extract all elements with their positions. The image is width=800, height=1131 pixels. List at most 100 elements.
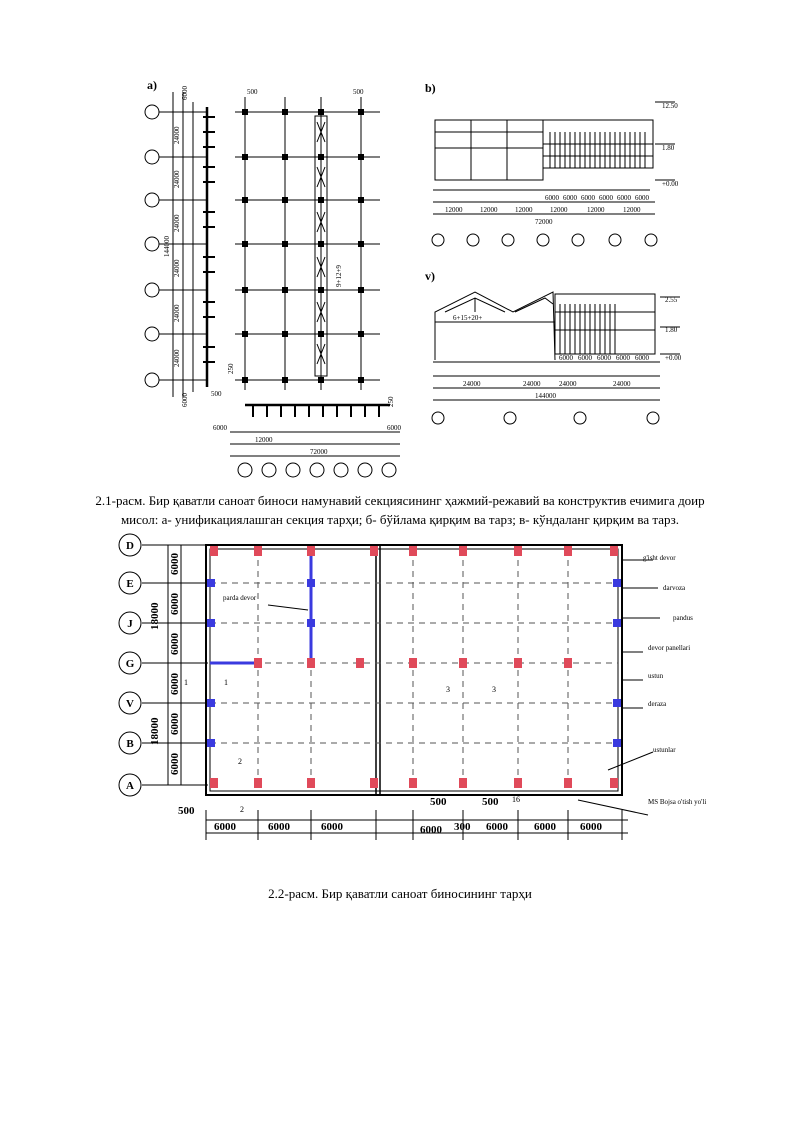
dim-left-bay-4: 24000 — [173, 259, 181, 277]
panel-label-a: a) — [147, 78, 157, 92]
dim-last-bay: 6000 — [181, 393, 189, 408]
panel-label-v: v) — [425, 269, 435, 283]
figure-2-1: a) b) v) 500 500 6000 24000 24000 24000 … — [144, 78, 682, 478]
v-small-dim-2: 6000 — [578, 354, 593, 362]
note-wall-panels: devor panellari — [648, 644, 690, 652]
note-ramp: pandus — [673, 614, 693, 622]
b-bottom-dim-2: 12000 — [480, 206, 498, 214]
dim-bottom-span: 12000 — [255, 436, 273, 444]
v-total: 144000 — [535, 392, 557, 400]
b-level-1: 12.50 — [662, 102, 678, 110]
axis-E: E — [126, 578, 133, 590]
v-small-dim-1: 6000 — [559, 354, 574, 362]
b-top-dim-2: 6000 — [563, 194, 578, 202]
dim-bottom-top-right: 250 — [387, 396, 395, 407]
dim-bottom-total: 72000 — [310, 448, 328, 456]
section-mark-3a: 3 — [446, 685, 450, 694]
left-dim-6: 6000 — [169, 753, 181, 776]
left-dim-5: 6000 — [169, 713, 181, 736]
small-label: 16 — [512, 795, 520, 804]
v-small-dim-4: 6000 — [616, 354, 631, 362]
bottom-dim-5: 300 — [454, 821, 471, 833]
columns-red — [210, 546, 618, 788]
dim-left-bay-1: 24000 — [173, 126, 181, 144]
axis-A: A — [126, 780, 134, 792]
partition-walls — [210, 547, 313, 665]
b-bottom-dim-5: 12000 — [587, 206, 605, 214]
panel-label-b: b) — [425, 81, 436, 95]
section-b — [431, 101, 675, 247]
note-window: deraza — [648, 700, 667, 708]
dim-bottom-left: 6000 — [213, 424, 228, 432]
v-level-3: +0.00 — [665, 354, 682, 362]
figure-2-2: D E J G V B A 6000 6000 6000 6000 6000 6… — [118, 533, 706, 840]
bottom-dim-1: 6000 — [214, 821, 237, 833]
bottom-dim-8: 6000 — [580, 821, 603, 833]
note-column: ustun — [648, 672, 664, 680]
caption-1-line-2: мисол: а- унификациялашган секция тарҳи;… — [120, 512, 680, 527]
bottom-dim-3: 6000 — [321, 821, 344, 833]
section-mark-1a: 1 — [184, 678, 188, 687]
axis-B: B — [126, 738, 134, 750]
section-mark-3b: 3 — [492, 685, 496, 694]
dim-corner: 500 — [211, 390, 222, 398]
b-top-dim-1: 6000 — [545, 194, 560, 202]
dim-left-bay-3: 24000 — [173, 214, 181, 232]
b-bottom-dim-4: 12000 — [550, 206, 568, 214]
v-small-dim-5: 6000 — [635, 354, 650, 362]
extra-dim-1: 500 — [178, 805, 195, 817]
v-level-1: 2.55 — [665, 296, 678, 304]
figure-2-1-caption: 2.1-расм. Бир қаватли саноат биноси наму… — [0, 491, 800, 529]
dim-corner-2: 250 — [227, 363, 235, 374]
plan-a-axis-circles — [144, 104, 160, 388]
caption-1-line-1: 2.1-расм. Бир қаватли саноат биноси наму… — [95, 493, 705, 508]
v-label: 6+15+20+ — [453, 314, 482, 322]
note-partition: parda devor — [223, 594, 257, 602]
dim-left-bay-2: 24000 — [173, 170, 181, 188]
extra-dim-2: 500 — [430, 796, 447, 808]
left-dim-3: 6000 — [169, 633, 181, 656]
dim-left-bay-6: 24000 — [173, 349, 181, 367]
b-bottom-dim-6: 12000 — [623, 206, 641, 214]
v-dim-4: 24000 — [613, 380, 631, 388]
plan-a-columns — [242, 109, 364, 383]
note-passage: MS Bojsa o'tish yo'li — [648, 798, 706, 806]
left-total-1: 18000 — [149, 602, 161, 630]
b-level-2: 1.80 — [662, 144, 675, 152]
section-mark-2b: 2 — [240, 805, 244, 814]
section-mark-1b: 1 — [224, 678, 228, 687]
extra-dim-3: 500 — [482, 796, 499, 808]
b-total: 72000 — [535, 218, 553, 226]
b-top-dim-3: 6000 — [581, 194, 596, 202]
columns-blue — [207, 579, 621, 747]
note-brick-wall: g'isht devor — [643, 554, 676, 562]
v-level-2: 1.80 — [665, 326, 678, 334]
b-top-dim-6: 6000 — [635, 194, 650, 202]
b-top-dim-4: 6000 — [599, 194, 614, 202]
note-columns: ustunlar — [653, 746, 676, 754]
bottom-dim-2: 6000 — [268, 821, 291, 833]
v-dim-3: 24000 — [559, 380, 577, 388]
dim-top-right: 500 — [353, 88, 364, 96]
axis-D: D — [126, 540, 134, 552]
dim-top-left: 500 — [247, 88, 258, 96]
b-bottom-dim-3: 12000 — [515, 206, 533, 214]
left-total-2: 18000 — [149, 717, 161, 745]
axis-V: V — [126, 698, 134, 710]
v-small-dim-3: 6000 — [597, 354, 612, 362]
bottom-dim-7: 6000 — [534, 821, 557, 833]
dim-left-bay-5: 24000 — [173, 304, 181, 322]
b-level-3: +0.00 — [662, 180, 679, 188]
dim-total: 144000 — [163, 236, 171, 258]
v-dim-1: 24000 — [463, 380, 481, 388]
left-dim-2: 6000 — [169, 593, 181, 616]
v-dim-2: 24000 — [523, 380, 541, 388]
note-gate: darvoza — [663, 584, 686, 592]
left-dim-4: 6000 — [169, 673, 181, 696]
plan-a-bracing — [314, 115, 328, 377]
bottom-dim-6: 6000 — [486, 821, 509, 833]
dim-rotated-mid: 9+12+9 — [335, 265, 343, 287]
left-dim-1: 6000 — [169, 553, 181, 576]
dim-bottom-right: 6000 — [387, 424, 402, 432]
b-top-dim-5: 6000 — [617, 194, 632, 202]
